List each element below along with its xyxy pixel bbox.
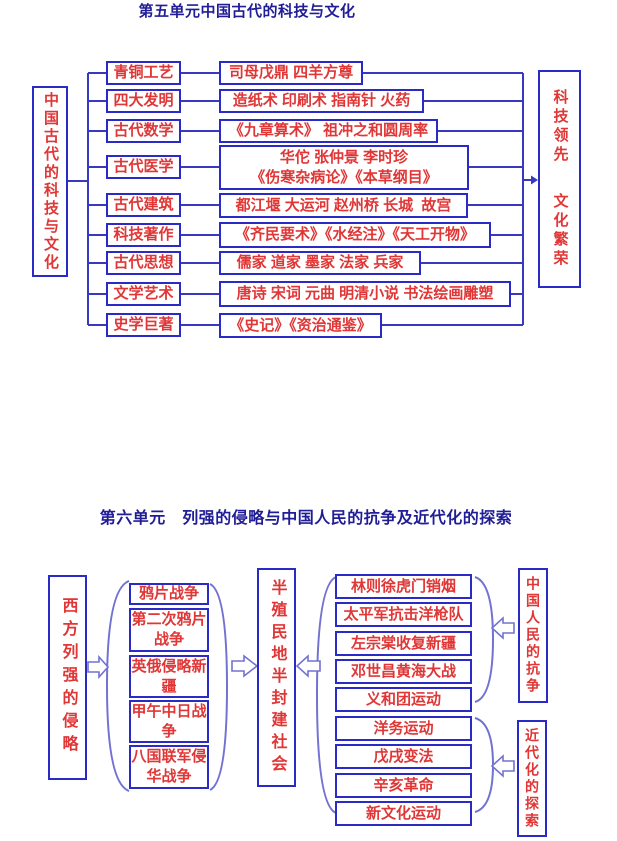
unit6-title: 第六单元 列强的侵略与中国人民的抗争及近代化的探索 — [99, 510, 513, 527]
unit5-category-box: 古代数学 — [106, 119, 181, 143]
unit6-event-box: 左宗棠收复新疆 — [335, 631, 472, 656]
block-arrow-left-icon — [295, 654, 321, 678]
block-arrow-right-icon — [231, 654, 259, 678]
unit5-content-box: 司母戊鼎 四羊方尊 — [219, 61, 363, 85]
unit6-event-box: 义和团运动 — [335, 687, 472, 712]
unit6-resistance-box: 中国人民的抗争 — [518, 568, 548, 703]
unit6-event-box: 林则徐虎门销烟 — [335, 574, 472, 599]
unit6-war-box: 八国联军侵华战争 — [129, 745, 209, 789]
unit6-society-box: 半殖民地半封建社会 — [257, 568, 296, 787]
conclusion-bottom-label: 文化繁荣 — [551, 193, 569, 269]
unit5-category-box: 古代建筑 — [106, 193, 181, 217]
right-arrowhead-icon — [531, 175, 538, 185]
block-arrow-left-icon — [490, 616, 515, 640]
unit6-event-box: 辛亥革命 — [335, 773, 472, 798]
unit5-category-box: 青铜工艺 — [106, 61, 181, 85]
unit5-connectors — [68, 72, 531, 326]
unit6-war-box: 甲午中日战争 — [129, 700, 209, 743]
unit6-event-box: 太平军抗击洋枪队 — [335, 602, 472, 627]
medicine-books-line: 《伤寒杂病论》《本草纲目》 — [250, 168, 438, 186]
unit5-content-box: 《史记》《资治通鉴》 — [219, 313, 382, 338]
medicine-names-line: 华佗 张仲景 李时珍 — [279, 148, 409, 166]
unit6-event-box: 邓世昌黄海大战 — [335, 659, 472, 684]
unit6-event-box: 洋务运动 — [335, 716, 472, 741]
unit6-war-box: 鸦片战争 — [129, 583, 209, 605]
unit5-content-box: 造纸术 印刷术 指南针 火药 — [219, 89, 424, 113]
unit6-event-box: 戊戌变法 — [335, 744, 472, 769]
unit5-content-box: 《齐民要术》《水经注》《天工开物》 — [219, 222, 491, 248]
unit6-invasion-box: 西方列强的侵略 — [48, 575, 87, 780]
unit5-category-box: 古代医学 — [106, 155, 181, 179]
unit6-war-box: 第二次鸦片战争 — [129, 608, 209, 652]
unit5-content-box: 唐诗 宋词 元曲 明清小说 书法绘画雕塑 — [219, 281, 511, 307]
unit5-category-box: 史学巨著 — [106, 313, 181, 337]
unit5-conclusion-box: 科技领先 文化繁荣 — [538, 70, 581, 288]
unit5-category-box: 四大发明 — [106, 89, 181, 113]
block-arrow-left-icon — [490, 754, 515, 778]
unit5-content-box: 《九章算术》 祖冲之和圆周率 — [219, 119, 438, 143]
unit5-category-box: 文学艺术 — [106, 282, 181, 306]
conclusion-top-label: 科技领先 — [551, 89, 569, 165]
unit6-war-box: 英俄侵略新疆 — [129, 655, 209, 698]
unit5-content-box: 都江堰 大运河 赵州桥 长城 故宫 — [219, 193, 468, 218]
unit5-content-box: 华佗 张仲景 李时珍 《伤寒杂病论》《本草纲目》 — [219, 145, 469, 190]
unit5-root-box: 中国古代的科技与文化 — [32, 86, 68, 277]
unit6-modernization-box: 近代化的探索 — [517, 720, 547, 837]
unit5-title: 第五单元中国古代的科技与文化 — [138, 3, 356, 20]
block-arrow-right-icon — [87, 654, 110, 680]
unit6-block-arrows — [87, 616, 515, 778]
unit5-category-box: 古代思想 — [106, 251, 181, 275]
unit5-content-box: 儒家 道家 墨家 法家 兵家 — [219, 251, 421, 275]
unit5-category-box: 科技著作 — [106, 223, 181, 247]
unit6-event-box: 新文化运动 — [335, 801, 472, 826]
